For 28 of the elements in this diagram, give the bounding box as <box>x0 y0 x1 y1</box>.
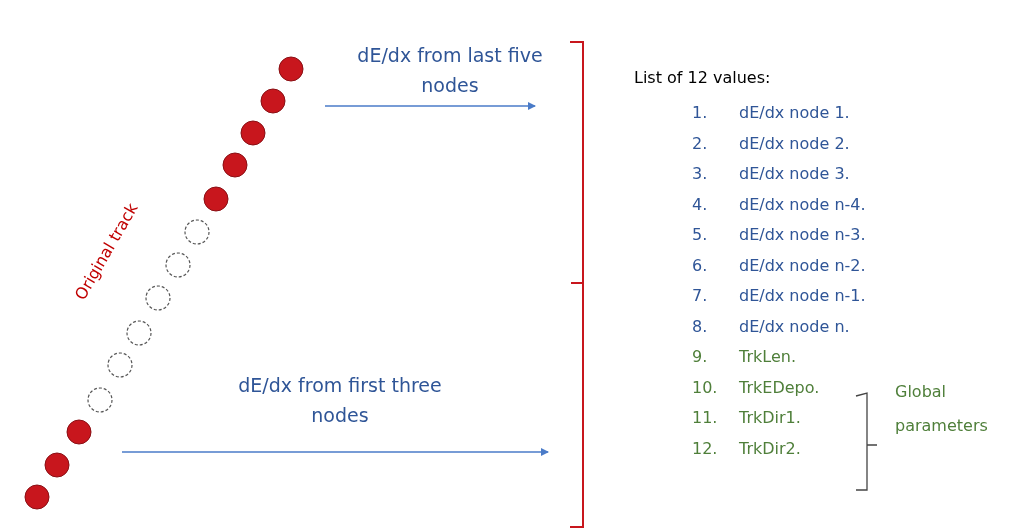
list-number: 12. <box>692 438 718 458</box>
list-item: dE/dx node n-3. <box>739 225 866 244</box>
list-heading: List of 12 values: <box>634 68 771 87</box>
list-number: 3. <box>692 164 708 183</box>
arrow-label: dE/dx from last five nodes <box>356 43 544 98</box>
list-item: dE/dx node 2. <box>739 133 850 153</box>
list-item: dE/dx node n-2. <box>739 255 866 275</box>
list-item: dE/dx node n-1. <box>739 286 866 305</box>
list-number: 1. <box>692 103 708 122</box>
list-item: dE/dx node 1. <box>739 103 850 122</box>
bracket-label: Global parameters <box>895 381 989 437</box>
list-item: TrkEDepo. <box>739 377 820 397</box>
list-item: dE/dx node 3. <box>739 164 850 183</box>
list-item: TrkDir1. <box>739 408 801 427</box>
list-item: TrkDir2. <box>739 438 801 458</box>
list-number: 2. <box>692 133 708 153</box>
list-number: 7. <box>692 286 708 305</box>
list-number: 4. <box>692 194 708 214</box>
list-number: 9. <box>692 347 708 366</box>
list-number: 6. <box>692 255 708 275</box>
list-number: 8. <box>692 316 708 336</box>
list-item: dE/dx node n. <box>739 316 850 336</box>
list-number: 11. <box>692 408 718 427</box>
list-number: 10. <box>692 377 718 397</box>
list-item: TrkLen. <box>739 347 796 366</box>
list-number: 5. <box>692 225 708 244</box>
list-item: dE/dx node n-4. <box>739 194 866 214</box>
arrow-label: dE/dx from first three nodes <box>237 373 443 428</box>
